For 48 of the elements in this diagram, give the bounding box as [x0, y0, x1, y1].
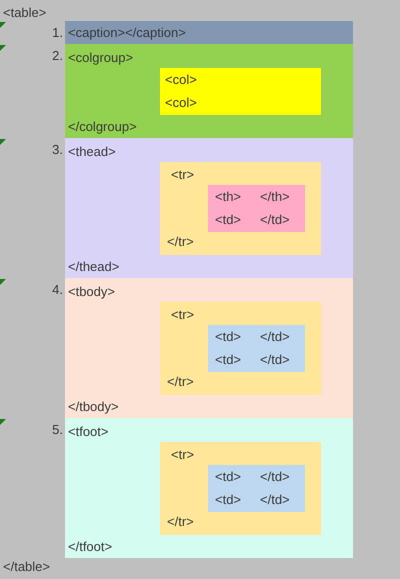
row-box [160, 162, 321, 255]
item-number: 3. [51, 142, 63, 158]
tag-text: <caption></caption> [68, 24, 186, 40]
item-number: 4. [51, 282, 63, 298]
tag-text: <td> [215, 352, 242, 368]
section-band [65, 138, 353, 278]
tag-text: <tr> [171, 447, 194, 463]
tag-text: </colgroup> [68, 119, 137, 135]
cell-box [208, 185, 305, 232]
tag-text: <tr> [171, 167, 194, 183]
tag-text: </td> [260, 329, 290, 345]
tag-text: <tbody> [68, 284, 115, 300]
tag-text: </td> [260, 469, 290, 485]
row-box [160, 442, 321, 535]
tag-text: </tr> [167, 234, 194, 250]
tag-text: <tfoot> [68, 424, 108, 440]
column-box [160, 68, 321, 115]
item-number: 2. [51, 48, 63, 64]
tag-text: <th> [215, 189, 242, 205]
tag-text: </thead> [68, 259, 120, 275]
tag-text: <td> [215, 329, 242, 345]
row-box [160, 302, 321, 395]
tag-text: <tr> [171, 307, 194, 323]
tag-text: </td> [260, 492, 290, 508]
tag-text: </tfoot> [68, 539, 112, 555]
tag-text: </td> [260, 352, 290, 368]
section-band [65, 44, 353, 138]
tag-text: <col> [165, 95, 197, 111]
tag-text: <colgroup> [68, 50, 134, 66]
tag-text: <thead> [68, 144, 116, 160]
caption-band [65, 21, 353, 44]
tag-text: </tr> [167, 374, 194, 390]
tag-text: <td> [215, 212, 242, 228]
tag-text: <col> [165, 72, 197, 88]
tag-text: </tr> [167, 514, 194, 530]
item-number: 5. [51, 422, 63, 438]
tag-text: </td> [260, 212, 290, 228]
tag-text: </table> [3, 559, 50, 575]
section-band [65, 278, 353, 418]
item-number: 1. [51, 25, 63, 41]
tag-text: </tbody> [68, 399, 119, 415]
tag-text: <table> [3, 5, 46, 21]
tag-text: </th> [260, 189, 290, 205]
section-band [65, 418, 353, 558]
tag-text: <td> [215, 492, 242, 508]
cell-box [208, 325, 305, 372]
tag-text: <td> [215, 469, 242, 485]
cell-box [208, 465, 305, 512]
